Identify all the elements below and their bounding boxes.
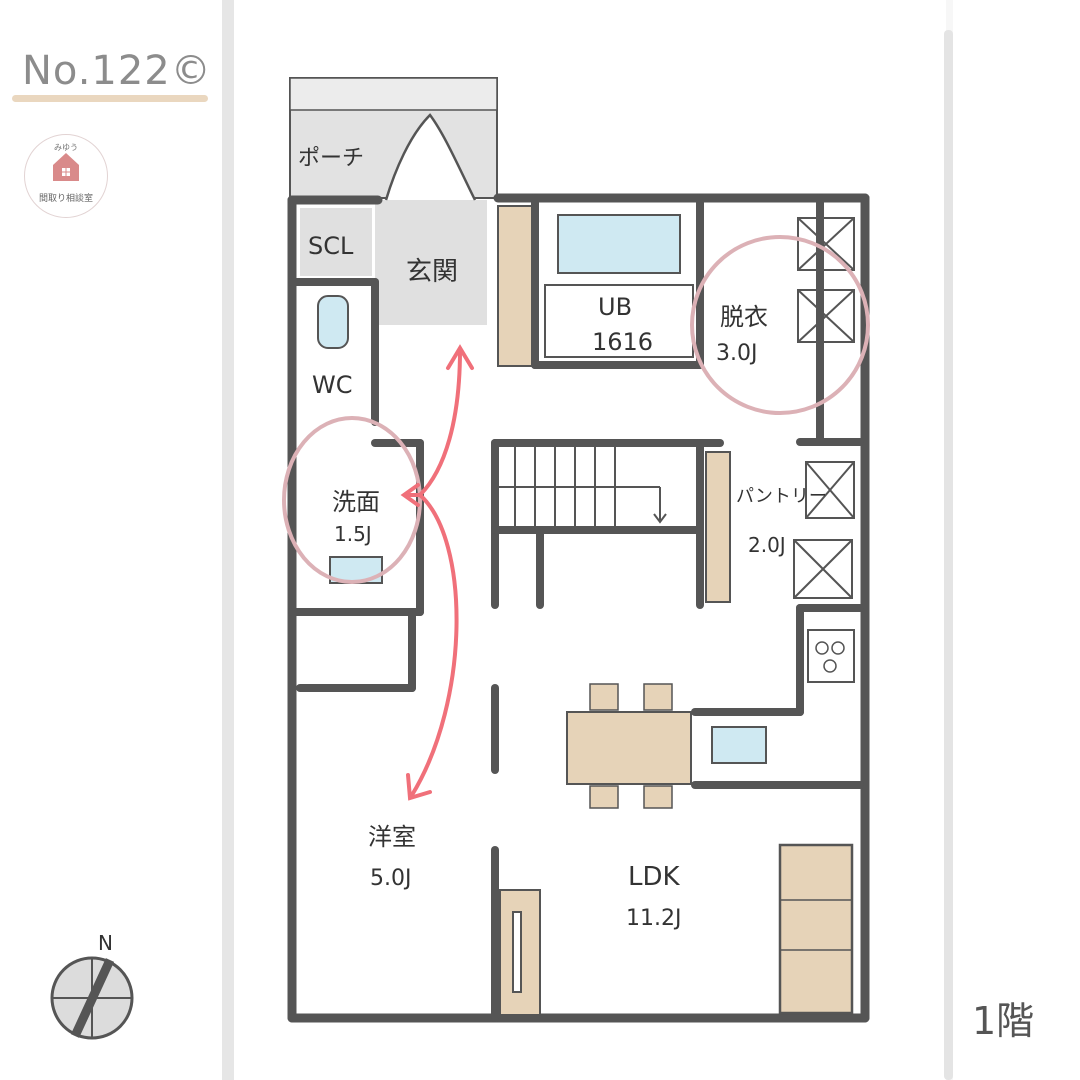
datsui-label: 脱衣 — [720, 303, 768, 331]
toilet-tank — [317, 295, 349, 349]
right-panel — [953, 0, 1080, 1080]
left-divider — [222, 0, 234, 1080]
bathtub — [557, 214, 681, 274]
logo-bottom-text: 間取り相談室 — [38, 194, 93, 204]
wc-label: WC — [312, 371, 353, 399]
scl-floor — [300, 208, 372, 276]
dining-table — [566, 711, 692, 785]
circulation-arrows — [400, 344, 474, 801]
ub-label: UB — [598, 293, 632, 321]
ldk-size-label: 11.2J — [626, 906, 681, 931]
pantry-size-label: 2.0J — [748, 533, 786, 557]
porch-top-band — [289, 77, 498, 111]
pantry-label: パントリー — [736, 486, 827, 507]
logo-top-text: みゆう — [54, 143, 78, 152]
dressing-room-highlight — [690, 235, 870, 415]
storage-shelves — [793, 217, 855, 599]
logo-badge: みゆう 間取り相談室 — [24, 134, 108, 218]
ub-size-label: 1616 — [592, 328, 653, 356]
youshitsu-label: 洋室 — [368, 823, 416, 851]
dining-chair — [589, 785, 619, 809]
kitchen-sink — [711, 726, 767, 764]
genkan-floor — [375, 200, 487, 325]
dining-chair — [643, 683, 673, 711]
genkan-label: 玄関 — [406, 257, 458, 287]
youshitsu-size-label: 5.0J — [370, 866, 411, 891]
ldk-label: LDK — [628, 862, 681, 892]
senmen-size-label: 1.5J — [334, 522, 372, 546]
plan-number-underline — [12, 95, 208, 102]
pantry-cabinet — [705, 451, 731, 603]
stove — [807, 629, 855, 683]
plan-number: No.122© — [22, 48, 212, 94]
porch-label: ポーチ — [298, 146, 364, 171]
compass-icon — [50, 956, 134, 1040]
washroom-highlight — [282, 416, 422, 584]
right-divider — [944, 30, 953, 1080]
entrance-door — [384, 113, 477, 201]
dining-chair — [643, 785, 673, 809]
staircase — [495, 446, 667, 527]
dining-chair — [589, 683, 619, 711]
interior-walls — [288, 194, 864, 1022]
floor-label: 1階 — [972, 999, 1035, 1043]
compass-north-label: N — [98, 931, 113, 955]
living-cabinet — [778, 843, 854, 1015]
datsui-size-label: 3.0J — [716, 341, 757, 366]
scl-label: SCL — [308, 232, 354, 260]
senmen-label: 洗面 — [332, 488, 380, 516]
house-icon — [53, 153, 79, 181]
genkan-shoe-cabinet — [497, 205, 533, 367]
